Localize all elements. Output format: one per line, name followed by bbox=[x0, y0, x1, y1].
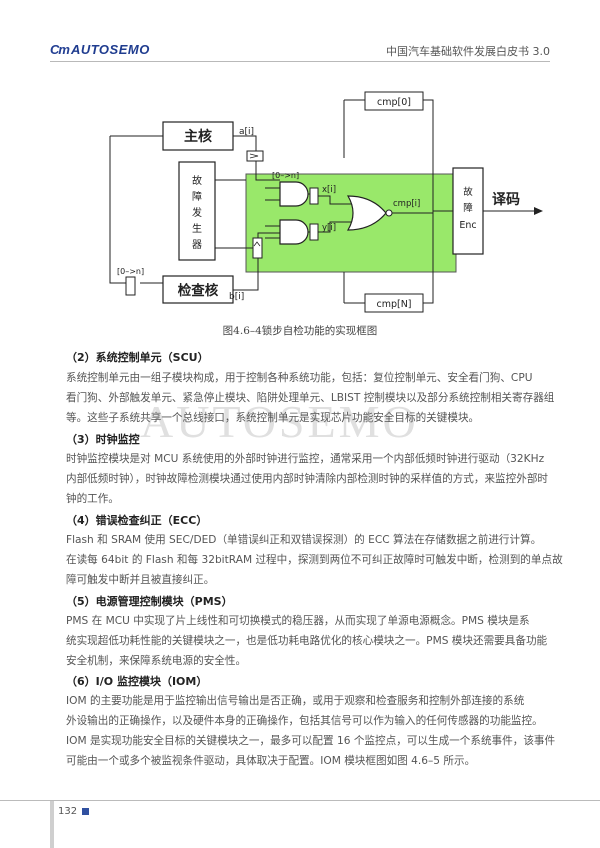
signal-xi: x[i] bbox=[322, 185, 336, 195]
page-header: Cm AUTOSEMO 中国汽车基础软件发展白皮书 3.0 bbox=[50, 40, 550, 62]
text-line: 安全机制，来保障系统电源的安全性。 bbox=[66, 655, 247, 667]
section-heading-ecc: （4）错误检查纠正（ECC） bbox=[66, 514, 208, 527]
mux-x bbox=[309, 187, 319, 205]
text-line: IOM 的主要功能是用于监控输出信号输出是否正确，或用于观察和检查服务和控制外部… bbox=[66, 695, 525, 707]
main-core-label: 主核 bbox=[184, 128, 212, 145]
text-line: 在读每 64bit 的 Flash 和每 32bitRAM 过程中，探测到两位不… bbox=[66, 554, 563, 566]
fault-gen-char-5: 器 bbox=[192, 239, 202, 251]
decode-label: 译码 bbox=[492, 192, 520, 208]
text-line: 钟的工作。 bbox=[66, 493, 119, 505]
autosemo-logo: Cm AUTOSEMO bbox=[50, 42, 150, 57]
encoder-char-3: Enc bbox=[459, 220, 476, 231]
watermark: AUTOSEMO bbox=[140, 396, 419, 447]
fault-gen-char-3: 发 bbox=[192, 206, 202, 219]
fault-generator-box bbox=[178, 161, 216, 261]
section-body-iom: IOM 的主要功能是用于监控输出信号输出是否正确，或用于观察和检查服务和控制外部… bbox=[66, 691, 556, 771]
encoder-char-2: 障 bbox=[463, 202, 473, 214]
page-marker bbox=[82, 808, 89, 815]
text-line: 时钟监控模块是对 MCU 系统使用的外部时钟进行监控，通常采用一个内部低频时钟进… bbox=[66, 453, 545, 465]
logo-mark: Cm bbox=[50, 42, 70, 57]
cmp0-label: cmp[0] bbox=[377, 97, 411, 108]
signal-bi: b[i] bbox=[229, 292, 244, 302]
text-line: 障可触发中断并且被直接纠正。 bbox=[66, 574, 215, 586]
text-line: 看门狗、外部触发单元、紧急停止模块、陷阱处理单元、LBIST 控制模块以及部分系… bbox=[66, 392, 555, 404]
cmp0-box bbox=[364, 91, 424, 111]
text-line: IOM 是实现功能安全目标的关键模块之一，最多可以配置 16 个监控点，可以生成… bbox=[66, 735, 556, 747]
section-body-ecc: Flash 和 SRAM 使用 SEC/DED（单错误纠正和双错误探测）的 EC… bbox=[66, 530, 563, 590]
section-heading-pms: （5）电源管理控制模块（PMS） bbox=[66, 595, 233, 608]
section-body-clock: 时钟监控模块是对 MCU 系统使用的外部时钟进行监控，通常采用一个内部低频时钟进… bbox=[66, 449, 548, 509]
text-line: Flash 和 SRAM 使用 SEC/DED（单错误纠正和双错误探测）的 EC… bbox=[66, 534, 542, 546]
fault-gen-char-4: 生 bbox=[192, 222, 202, 235]
cmpN-label: cmp[N] bbox=[376, 299, 411, 310]
encoder-box bbox=[452, 167, 484, 255]
or-gate bbox=[346, 195, 387, 231]
fault-gen-char-2: 障 bbox=[192, 190, 202, 203]
fault-gen-char-1: 故 bbox=[192, 174, 202, 187]
figure-caption: 图4.6–4锁步自检功能的实现框图 bbox=[222, 325, 378, 337]
text-line: 外设输出的正确操作，以及硬件本身的正确操作，包括其信号可以作为输入的任何传感器的… bbox=[66, 715, 543, 727]
text-line: 系统控制单元由一组子模块构成，用于控制各种系统功能，包括：复位控制单元、安全看门… bbox=[66, 372, 533, 384]
section-heading-scu: （2）系统控制单元（SCU） bbox=[66, 351, 209, 364]
footer-rule bbox=[0, 800, 600, 801]
text-line: 统实现超低功耗性能的关键模块之一，也是低功耗电路优化的核心模块之一。PMS 模块… bbox=[66, 635, 548, 647]
page-number: 132 bbox=[58, 806, 78, 817]
output-arrow bbox=[534, 207, 543, 215]
book-title: 中国汽车基础软件发展白皮书 3.0 bbox=[386, 45, 550, 58]
mux-b bbox=[252, 237, 263, 259]
left-mux bbox=[125, 276, 136, 296]
section-body-pms: PMS 在 MCU 中实现了片上线性和可切换模式的稳压器，从而实现了单源电源概念… bbox=[66, 611, 548, 671]
signal-cmpi: cmp[i] bbox=[393, 199, 420, 209]
encoder-char-1: 故 bbox=[463, 186, 473, 198]
logo-text: AUTOSEMO bbox=[70, 42, 150, 57]
and-gate-top bbox=[279, 181, 309, 207]
header-rule bbox=[50, 61, 550, 62]
section-heading-clock: （3）时钟监控 bbox=[66, 433, 140, 446]
lockstep-diagram: cmp[0] cmp[N] 主核 检查核 故 障 发 生 器 故 障 Enc 译… bbox=[60, 78, 560, 318]
check-core-label: 检查核 bbox=[178, 282, 219, 299]
mux-y bbox=[309, 223, 319, 241]
and-gate-bottom bbox=[279, 219, 309, 245]
section-body-scu: 系统控制单元由一组子模块构成，用于控制各种系统功能，包括：复位控制单元、安全看门… bbox=[66, 368, 555, 428]
range-top: [0–>n] bbox=[272, 171, 299, 180]
text-line: 等。这些子系统共享一个总线接口，系统控制单元是实现芯片功能安全目标的关键模块。 bbox=[66, 412, 480, 424]
mux-a bbox=[246, 150, 264, 162]
section-heading-iom: （6）I/O 监控模块（IOM） bbox=[66, 675, 208, 688]
text-line: PMS 在 MCU 中实现了片上线性和可切换模式的稳压器，从而实现了单源电源概念… bbox=[66, 615, 530, 627]
signal-ai: a[i] bbox=[239, 127, 254, 137]
range-left: [0–>n] bbox=[117, 267, 144, 276]
signal-yi: y[i] bbox=[322, 223, 336, 233]
footer-bar bbox=[50, 801, 54, 848]
text-line: 内部低频时钟），时钟故障检测模块通过使用内部时钟清除内部检测时钟的采样值的方式，… bbox=[66, 473, 549, 485]
text-line: 可能由一个或多个被监视条件驱动，具体取决于配置。IOM 模块框图如图 4.6–5… bbox=[66, 755, 476, 767]
